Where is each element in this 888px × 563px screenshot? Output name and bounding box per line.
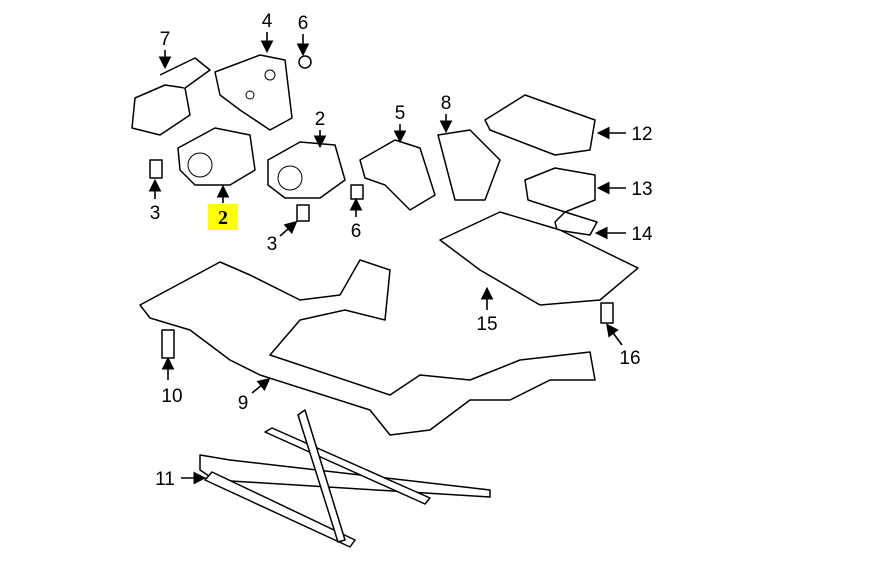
svg-text:9: 9 (238, 393, 249, 414)
part-6-bolt-mid[interactable] (350, 184, 364, 200)
svg-text:7: 7 (160, 29, 171, 50)
callout-5: 5 (393, 103, 407, 144)
part-4-mount-bracket[interactable] (214, 54, 293, 131)
svg-text:11: 11 (155, 469, 175, 490)
callout-10: 10 (161, 356, 183, 407)
part-2-mount-left[interactable] (177, 127, 256, 186)
callout-3-right: 3 (267, 220, 298, 255)
svg-text:14: 14 (631, 224, 653, 245)
highlight-box (208, 204, 238, 230)
callout-3-left: 3 (148, 178, 162, 224)
part-8-shield[interactable] (437, 129, 501, 201)
svg-text:15: 15 (476, 314, 497, 335)
part-2-mount-right[interactable] (267, 141, 346, 199)
svg-text:12: 12 (631, 124, 652, 145)
callout-11: 11 (155, 469, 207, 490)
part-5-bracket[interactable] (359, 139, 436, 211)
svg-text:8: 8 (441, 93, 452, 114)
svg-text:4: 4 (262, 11, 273, 32)
callout-16: 16 (606, 323, 641, 369)
callout-2-highlighted[interactable]: 2 (208, 184, 238, 230)
callout-13: 13 (596, 179, 653, 200)
svg-text:3: 3 (267, 234, 278, 255)
svg-text:10: 10 (161, 386, 182, 407)
callout-2-top: 2 (313, 109, 327, 149)
part-13-mount[interactable] (524, 167, 596, 213)
part-3-bolt-right[interactable] (296, 204, 310, 222)
svg-text:2: 2 (315, 109, 326, 130)
svg-text:6: 6 (351, 221, 362, 242)
svg-text:13: 13 (631, 179, 652, 200)
svg-text:5: 5 (395, 103, 406, 124)
part-15-crossmember[interactable] (439, 211, 639, 306)
callout-12: 12 (596, 124, 653, 145)
svg-text:6: 6 (298, 13, 309, 34)
callout-7: 7 (158, 29, 172, 70)
callout-6-top: 6 (296, 13, 310, 57)
part-10-bolt[interactable] (161, 329, 175, 359)
callout-9: 9 (238, 377, 271, 414)
part-11-brace[interactable] (199, 409, 491, 548)
part-3-bolt-left[interactable] (149, 159, 163, 179)
part-12-bracket[interactable] (484, 94, 596, 156)
part-16-bolt[interactable] (600, 302, 614, 324)
part-6-bolt-top[interactable] (298, 55, 312, 69)
callout-6-mid: 6 (349, 197, 363, 242)
svg-text:3: 3 (150, 203, 161, 224)
svg-text:16: 16 (619, 348, 640, 369)
part-9-subframe[interactable] (139, 259, 596, 436)
callout-4: 4 (260, 11, 274, 54)
part-7-bracket-plate[interactable] (131, 57, 211, 136)
callout-14: 14 (594, 224, 653, 245)
callout-15: 15 (476, 286, 498, 335)
svg-text:2: 2 (218, 207, 228, 229)
callout-8: 8 (439, 93, 453, 134)
